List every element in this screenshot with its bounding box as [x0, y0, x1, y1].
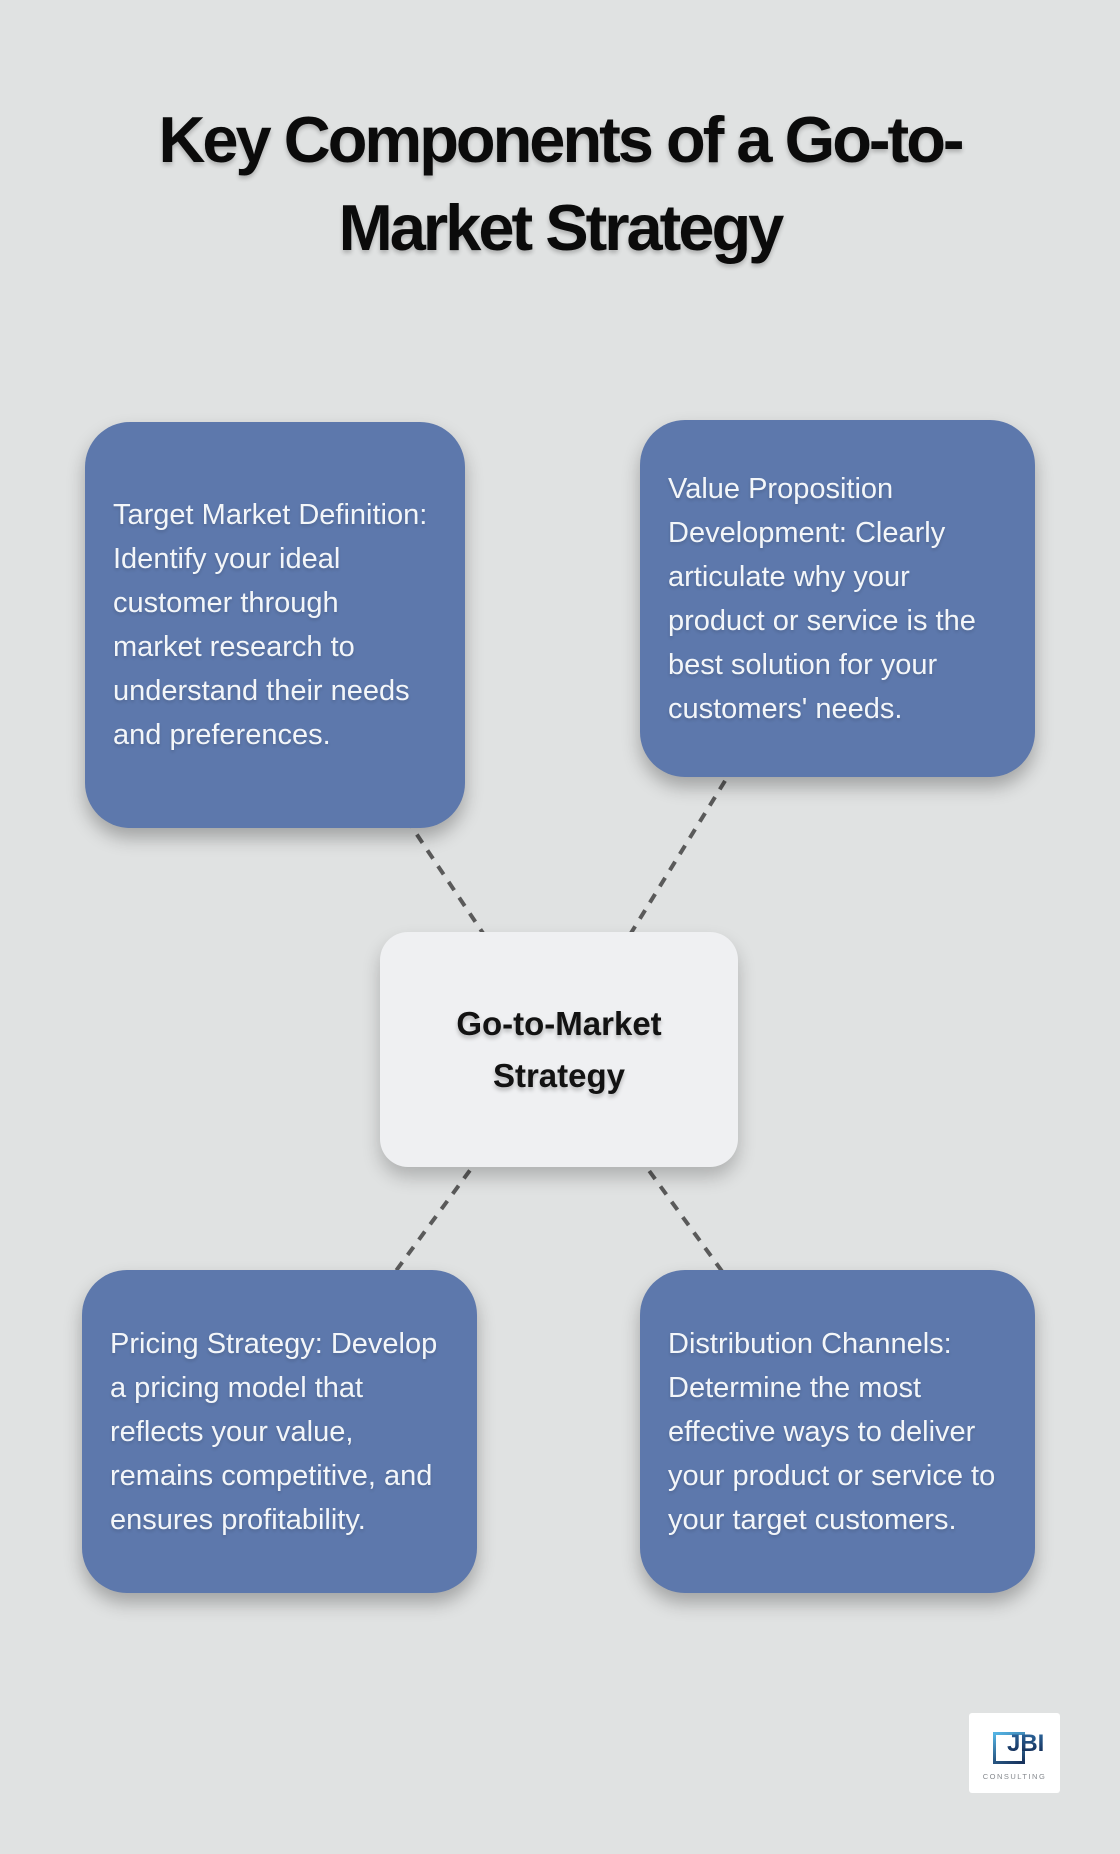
center-node-label: Go-to-Market Strategy [456, 1005, 662, 1094]
center-node-go-to-market-strategy: Go-to-Market Strategy [380, 932, 738, 1167]
component-box-distribution-channels: Distribution Channels: Determine the mos… [640, 1270, 1035, 1593]
component-box-pricing-strategy: Pricing Strategy: Develop a pricing mode… [82, 1270, 477, 1593]
jbi-consulting-logo: JBI CONSULTING [969, 1713, 1060, 1793]
page-title: Key Components of a Go-to-Market Strateg… [158, 103, 964, 264]
component-box-text: Target Market Definition: Identify your … [113, 499, 428, 751]
logo-square-icon [993, 1732, 1025, 1764]
logo-wordmark: JBI [1007, 1730, 1045, 1757]
component-box-value-proposition-development: Value Proposition Development: Clearly a… [640, 420, 1035, 777]
component-box-text: Distribution Channels: Determine the mos… [668, 1327, 996, 1536]
component-box-target-market-definition: Target Market Definition: Identify your … [85, 422, 465, 828]
component-box-text: Value Proposition Development: Clearly a… [668, 472, 976, 725]
component-box-text: Pricing Strategy: Develop a pricing mode… [110, 1327, 438, 1536]
logo-subtitle: CONSULTING [982, 1772, 1047, 1781]
